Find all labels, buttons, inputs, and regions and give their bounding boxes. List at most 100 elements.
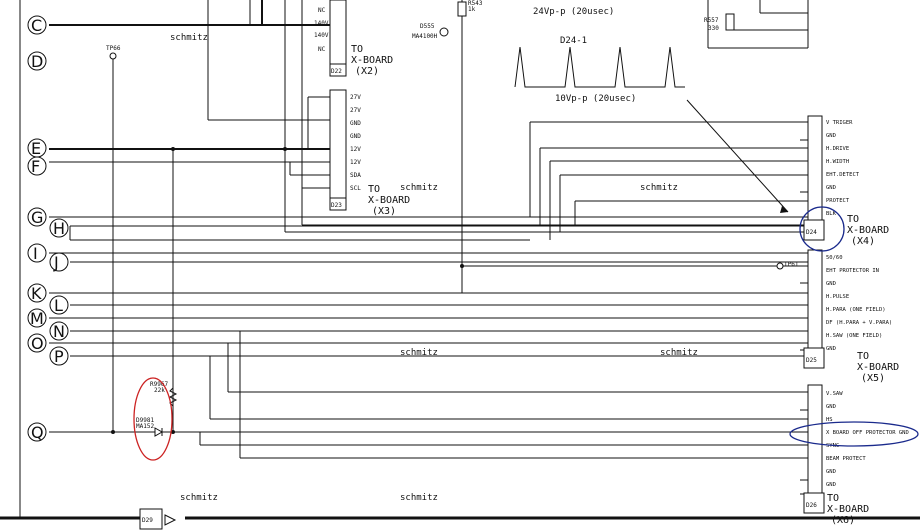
bubble-l: L xyxy=(54,296,63,315)
arrow-head xyxy=(780,206,788,213)
svg-text:H.WIDTH: H.WIDTH xyxy=(826,159,849,165)
svg-text:D9981: D9981 xyxy=(136,417,154,424)
svg-text:(X6): (X6) xyxy=(831,515,855,526)
svg-text:schmitz: schmitz xyxy=(640,183,678,193)
svg-text:TO: TO xyxy=(847,214,859,225)
svg-text:H.PARA (ONE FIELD): H.PARA (ONE FIELD) xyxy=(826,307,886,313)
svg-text:X-BOARD: X-BOARD xyxy=(857,362,899,373)
d9981: D9981 MA152 xyxy=(136,417,164,437)
svg-text:12V: 12V xyxy=(350,146,361,153)
bubble-c: C xyxy=(31,16,42,35)
bubble-g: G xyxy=(31,208,43,227)
svg-text:GND: GND xyxy=(826,346,836,352)
svg-text:BLK: BLK xyxy=(826,211,837,217)
connector-d23: D23 27V 27V GND GND 12V 12V SDA SCL TO X… xyxy=(329,89,410,217)
svg-text:D29: D29 xyxy=(142,517,153,524)
svg-text:R543: R543 xyxy=(468,0,483,7)
svg-text:X-BOARD: X-BOARD xyxy=(847,225,889,236)
bubble-f: F xyxy=(31,157,40,176)
svg-text:BEAM PROTECT: BEAM PROTECT xyxy=(826,456,866,462)
bubble-j: J xyxy=(53,253,59,272)
r557: R557 330 xyxy=(704,13,735,32)
svg-text:H.PULSE: H.PULSE xyxy=(826,294,849,300)
svg-text:V.SAW: V.SAW xyxy=(826,391,843,397)
bubble-o: O xyxy=(31,334,44,353)
svg-text:GND: GND xyxy=(826,281,836,287)
svg-text:X-BOARD: X-BOARD xyxy=(827,504,869,515)
wires xyxy=(0,0,920,520)
tp61-label: TP61 xyxy=(784,261,799,268)
svg-text:27V: 27V xyxy=(350,94,361,101)
bubble-q: Q xyxy=(31,423,44,442)
svg-text:PROTECT: PROTECT xyxy=(826,198,850,204)
r543: R543 1k xyxy=(457,0,483,17)
svg-text:V TRIGER: V TRIGER xyxy=(826,120,853,126)
svg-text:(X4): (X4) xyxy=(851,236,875,247)
svg-text:EHT PROTECTOR IN: EHT PROTECTOR IN xyxy=(826,268,879,274)
svg-text:R557: R557 xyxy=(704,17,719,24)
svg-text:schmitz: schmitz xyxy=(660,348,698,358)
svg-text:NC: NC xyxy=(318,46,326,53)
blue-annotation-ellipse-d26 xyxy=(789,421,919,447)
svg-text:TO: TO xyxy=(827,493,839,504)
svg-text:MA152: MA152 xyxy=(136,423,154,430)
svg-text:GND: GND xyxy=(350,133,361,140)
connector-d22: D22 NC 140V 140V NC TO X-BOARD (X2) xyxy=(314,0,393,77)
svg-text:140V: 140V xyxy=(314,32,329,39)
connector-d26: D26 V.SAW GND HS X BOARD OFF PROTECTOR G… xyxy=(803,384,909,526)
svg-text:X BOARD OFF PROTECTOR GND: X BOARD OFF PROTECTOR GND xyxy=(826,430,909,436)
svg-text:schmitz: schmitz xyxy=(400,493,438,503)
svg-text:EHT.DETECT: EHT.DETECT xyxy=(826,172,860,178)
svg-text:GND: GND xyxy=(826,482,836,488)
svg-text:H.SAW (ONE FIELD): H.SAW (ONE FIELD) xyxy=(826,333,882,339)
svg-text:D26: D26 xyxy=(806,502,817,509)
d555: D555 MA4100H xyxy=(412,23,449,40)
junction-dots xyxy=(111,147,464,434)
svg-text:X-BOARD: X-BOARD xyxy=(351,55,393,66)
svg-text:MA4100H: MA4100H xyxy=(412,33,438,40)
watermarks: schmitz schmitz schmitz schmitz schmitz … xyxy=(170,33,698,503)
waveform-amplitude: 10Vp-p (20usec) xyxy=(555,94,636,104)
svg-text:D22: D22 xyxy=(331,68,342,75)
svg-text:X-BOARD: X-BOARD xyxy=(368,195,410,206)
svg-text:schmitz: schmitz xyxy=(180,493,218,503)
svg-text:schmitz: schmitz xyxy=(400,348,438,358)
bubble-i: I xyxy=(33,244,38,263)
svg-text:TO: TO xyxy=(857,351,869,362)
svg-text:50/60: 50/60 xyxy=(826,255,843,261)
bubble-m: M xyxy=(30,309,44,328)
waveform-label: D24-1 xyxy=(560,36,587,46)
svg-text:R9967: R9967 xyxy=(150,381,168,388)
blue-annotation-circle-d24 xyxy=(799,206,845,252)
svg-text:HS: HS xyxy=(826,417,833,423)
svg-text:GND: GND xyxy=(826,404,836,410)
svg-text:GND: GND xyxy=(350,120,361,127)
svg-text:TO: TO xyxy=(368,184,380,195)
svg-text:(X5): (X5) xyxy=(861,373,885,384)
bubble-e: E xyxy=(31,139,41,158)
svg-text:DF (H.PARA + V.PARA): DF (H.PARA + V.PARA) xyxy=(826,320,892,326)
svg-text:SDA: SDA xyxy=(350,172,361,179)
svg-text:GND: GND xyxy=(826,133,836,139)
svg-text:GND: GND xyxy=(826,185,836,191)
svg-text:GND: GND xyxy=(826,469,836,475)
bubble-k: K xyxy=(31,284,42,303)
bubble-d: D xyxy=(31,52,43,71)
waveform-top-amplitude: 24Vp-p (20usec) xyxy=(533,7,614,17)
svg-text:(X2): (X2) xyxy=(355,66,379,77)
waveform-trace xyxy=(514,46,685,88)
svg-text:1k: 1k xyxy=(468,6,476,13)
connector-d29: D29 xyxy=(139,508,177,530)
svg-text:D25: D25 xyxy=(806,357,817,364)
svg-text:27V: 27V xyxy=(350,107,361,114)
svg-text:D24: D24 xyxy=(806,229,817,236)
red-annotation-ellipse xyxy=(133,377,173,461)
bubble-n: N xyxy=(53,322,65,341)
svg-text:D23: D23 xyxy=(331,202,342,209)
bubble-p: P xyxy=(54,347,64,366)
svg-text:schmitz: schmitz xyxy=(400,183,438,193)
bubble-h: H xyxy=(53,219,65,238)
svg-text:SCL: SCL xyxy=(350,185,361,192)
